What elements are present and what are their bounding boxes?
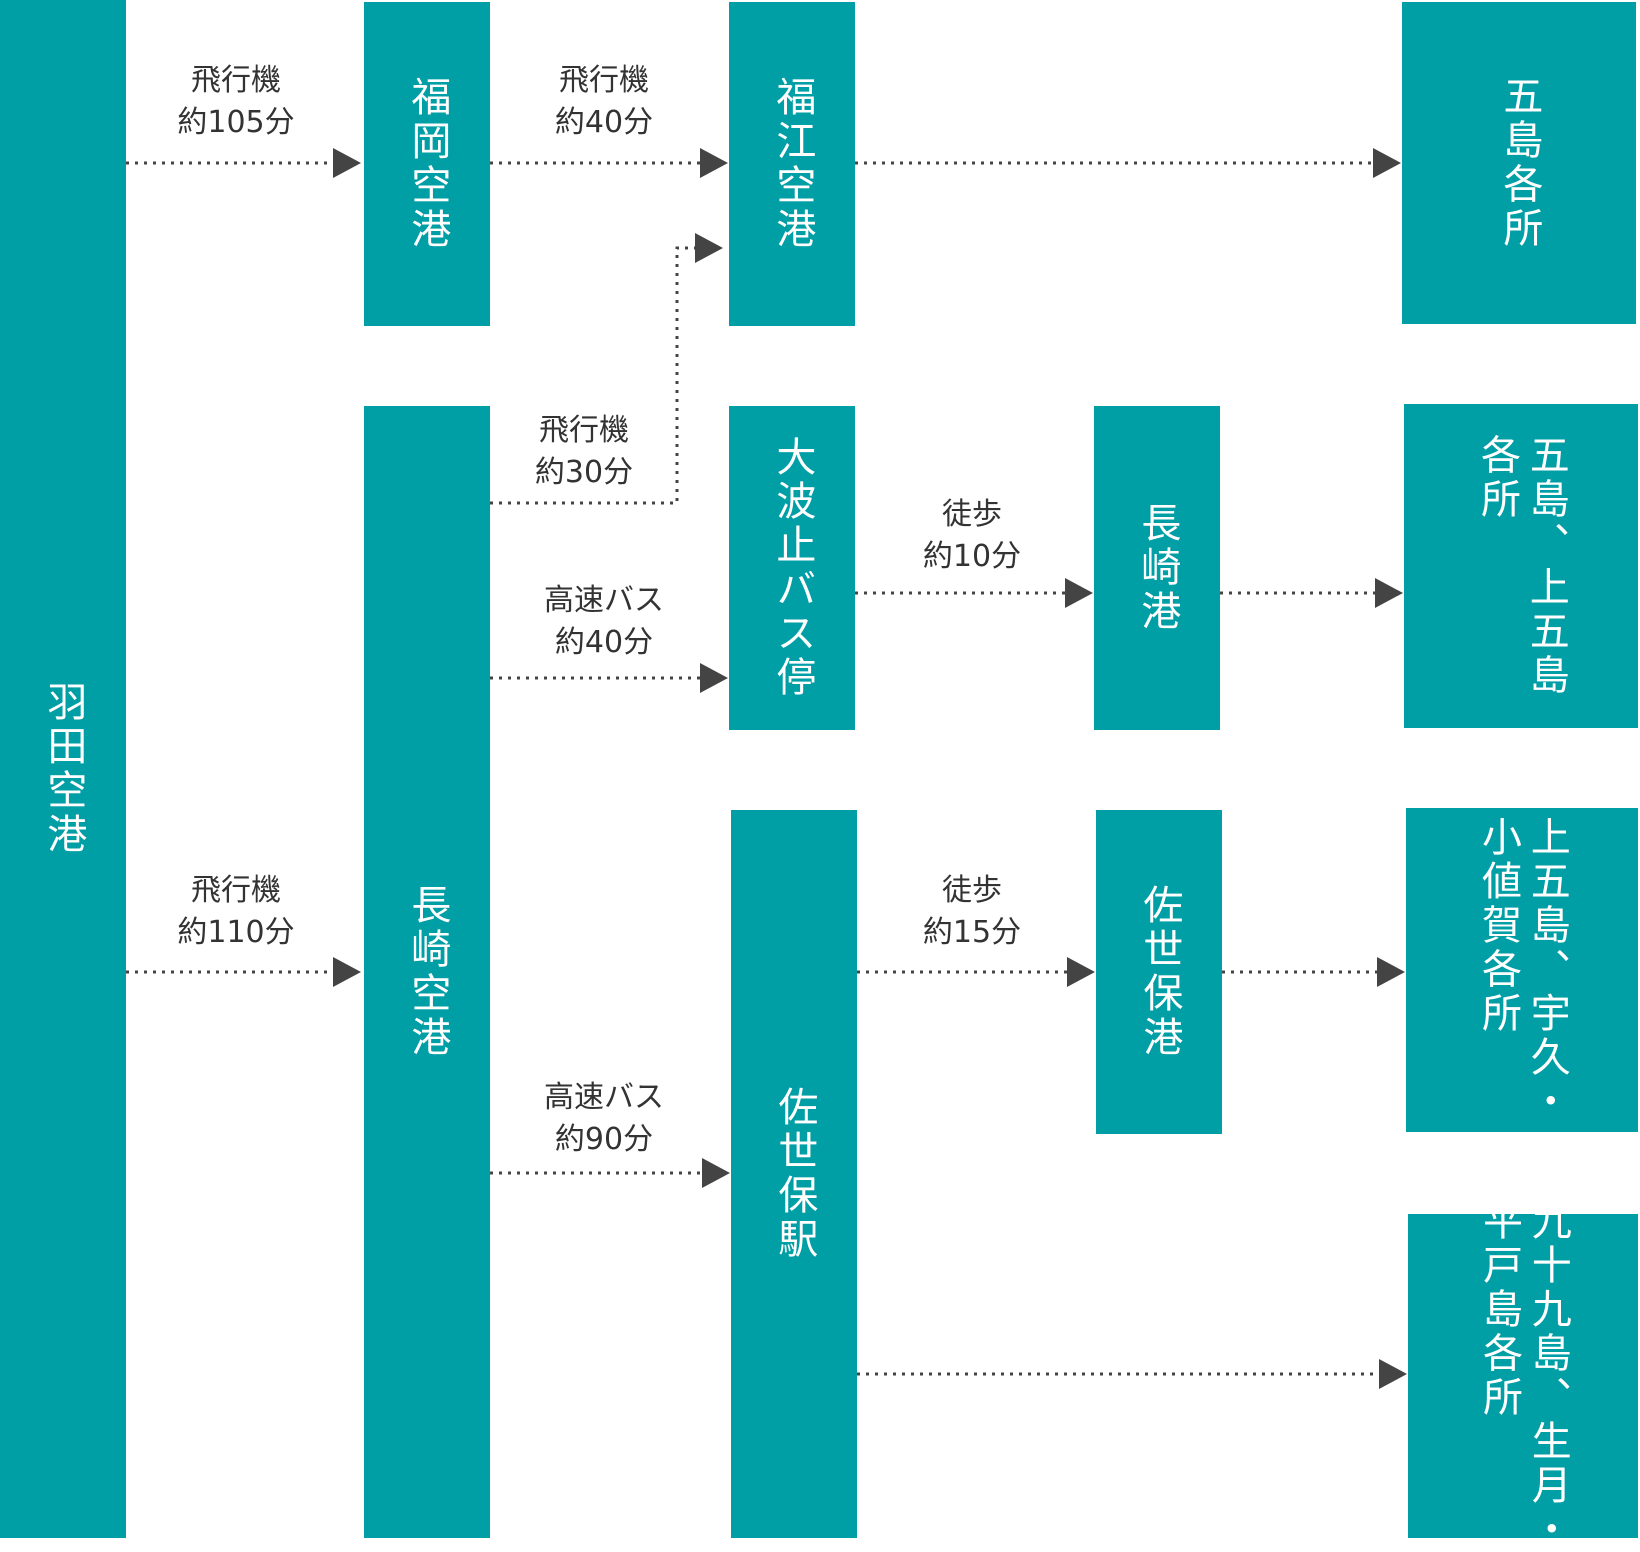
label-fukuoka-to-fukue: 飛行機 約40分 bbox=[555, 60, 653, 144]
node-label: 福岡空港 bbox=[404, 76, 451, 252]
node-label: 九十九島、生月・ 平戸島各所 bbox=[1476, 1200, 1571, 1552]
node-sasebo-port: 佐世保港 bbox=[1096, 810, 1222, 1134]
node-nagasaki-airport: 長崎空港 bbox=[364, 406, 490, 1538]
label-ohato-to-nagasaki-port: 徒歩 約10分 bbox=[923, 494, 1021, 578]
label-nagasaki-to-ohato: 高速バス 約40分 bbox=[544, 580, 664, 664]
edge-mode: 徒歩 bbox=[942, 497, 1002, 532]
node-label: 福江空港 bbox=[769, 76, 816, 252]
arrow-nagasaki-airport-to-fukue bbox=[490, 233, 723, 505]
edge-mode: 飛行機 bbox=[190, 63, 281, 98]
node-label: 五島各所 bbox=[1496, 75, 1543, 251]
edge-mode: 徒歩 bbox=[942, 873, 1002, 908]
arrow-sasebo-station-to-sasebo-port bbox=[857, 957, 1095, 987]
arrow-ohato-to-nagasaki-port bbox=[855, 578, 1093, 608]
edge-time: 約105分 bbox=[177, 105, 295, 140]
node-label: 羽田空港 bbox=[40, 681, 87, 857]
node-nagasaki-port: 長崎港 bbox=[1094, 406, 1220, 730]
node-kamigoto-uku-ojika-places: 上五島、宇久・ 小値賀各所 bbox=[1406, 808, 1638, 1132]
node-ohato-bus-stop: 大波止バス停 bbox=[729, 406, 855, 730]
node-goto-places: 五島各所 bbox=[1402, 2, 1636, 324]
label-sasebo-station-to-sasebo-port: 徒歩 約15分 bbox=[923, 870, 1021, 954]
arrow-sasebo-port-to-kamigoto bbox=[1222, 957, 1405, 987]
label-nagasaki-to-fukue: 飛行機 約30分 bbox=[535, 410, 633, 494]
edge-time: 約40分 bbox=[554, 625, 654, 660]
node-sasebo-station: 佐世保駅 bbox=[731, 810, 857, 1538]
edge-mode: 飛行機 bbox=[190, 873, 281, 908]
node-kujukushima-hirado-places: 九十九島、生月・ 平戸島各所 bbox=[1408, 1200, 1638, 1552]
node-label: 大波止バス停 bbox=[769, 436, 816, 700]
node-label: 五島、上五島 各所 bbox=[1474, 434, 1569, 698]
edge-mode: 飛行機 bbox=[559, 63, 649, 98]
arrow-haneda-to-fukuoka bbox=[126, 148, 361, 178]
node-haneda-airport: 羽田空港 bbox=[0, 0, 126, 1538]
node-label: 佐世保港 bbox=[1136, 884, 1183, 1060]
node-label: 長崎港 bbox=[1134, 502, 1181, 634]
edge-time: 約40分 bbox=[554, 105, 654, 140]
edge-time: 約110分 bbox=[177, 915, 295, 950]
arrow-haneda-to-nagasaki bbox=[126, 957, 361, 987]
edge-time: 約30分 bbox=[534, 455, 634, 490]
node-goto-kamigoto-places: 五島、上五島 各所 bbox=[1404, 404, 1638, 728]
node-fukue-airport: 福江空港 bbox=[729, 2, 855, 326]
node-fukuoka-airport: 福岡空港 bbox=[364, 2, 490, 326]
label-haneda-to-nagasaki: 飛行機 約110分 bbox=[177, 870, 294, 954]
arrow-nagasaki-port-to-goto-kamigoto bbox=[1220, 578, 1403, 608]
arrow-fukuoka-to-fukue bbox=[490, 148, 728, 178]
arrow-nagasaki-airport-to-sasebo-station bbox=[490, 1158, 730, 1188]
edge-time: 約15分 bbox=[922, 915, 1022, 950]
arrow-fukue-to-goto bbox=[855, 148, 1401, 178]
label-nagasaki-to-sasebo: 高速バス 約90分 bbox=[544, 1077, 664, 1161]
edge-mode: 高速バス bbox=[544, 1080, 664, 1115]
edge-mode: 飛行機 bbox=[539, 413, 629, 448]
arrow-nagasaki-airport-to-ohato bbox=[490, 663, 728, 693]
edge-time: 約90分 bbox=[554, 1122, 654, 1157]
edge-time: 約10分 bbox=[922, 539, 1022, 574]
node-label: 長崎空港 bbox=[404, 884, 451, 1060]
label-haneda-to-fukuoka: 飛行機 約105分 bbox=[177, 60, 294, 144]
edge-mode: 高速バス bbox=[544, 583, 664, 618]
arrow-sasebo-station-to-kujukushima bbox=[857, 1359, 1407, 1389]
node-label: 佐世保駅 bbox=[771, 1086, 818, 1262]
node-label: 上五島、宇久・ 小値賀各所 bbox=[1475, 816, 1570, 1124]
